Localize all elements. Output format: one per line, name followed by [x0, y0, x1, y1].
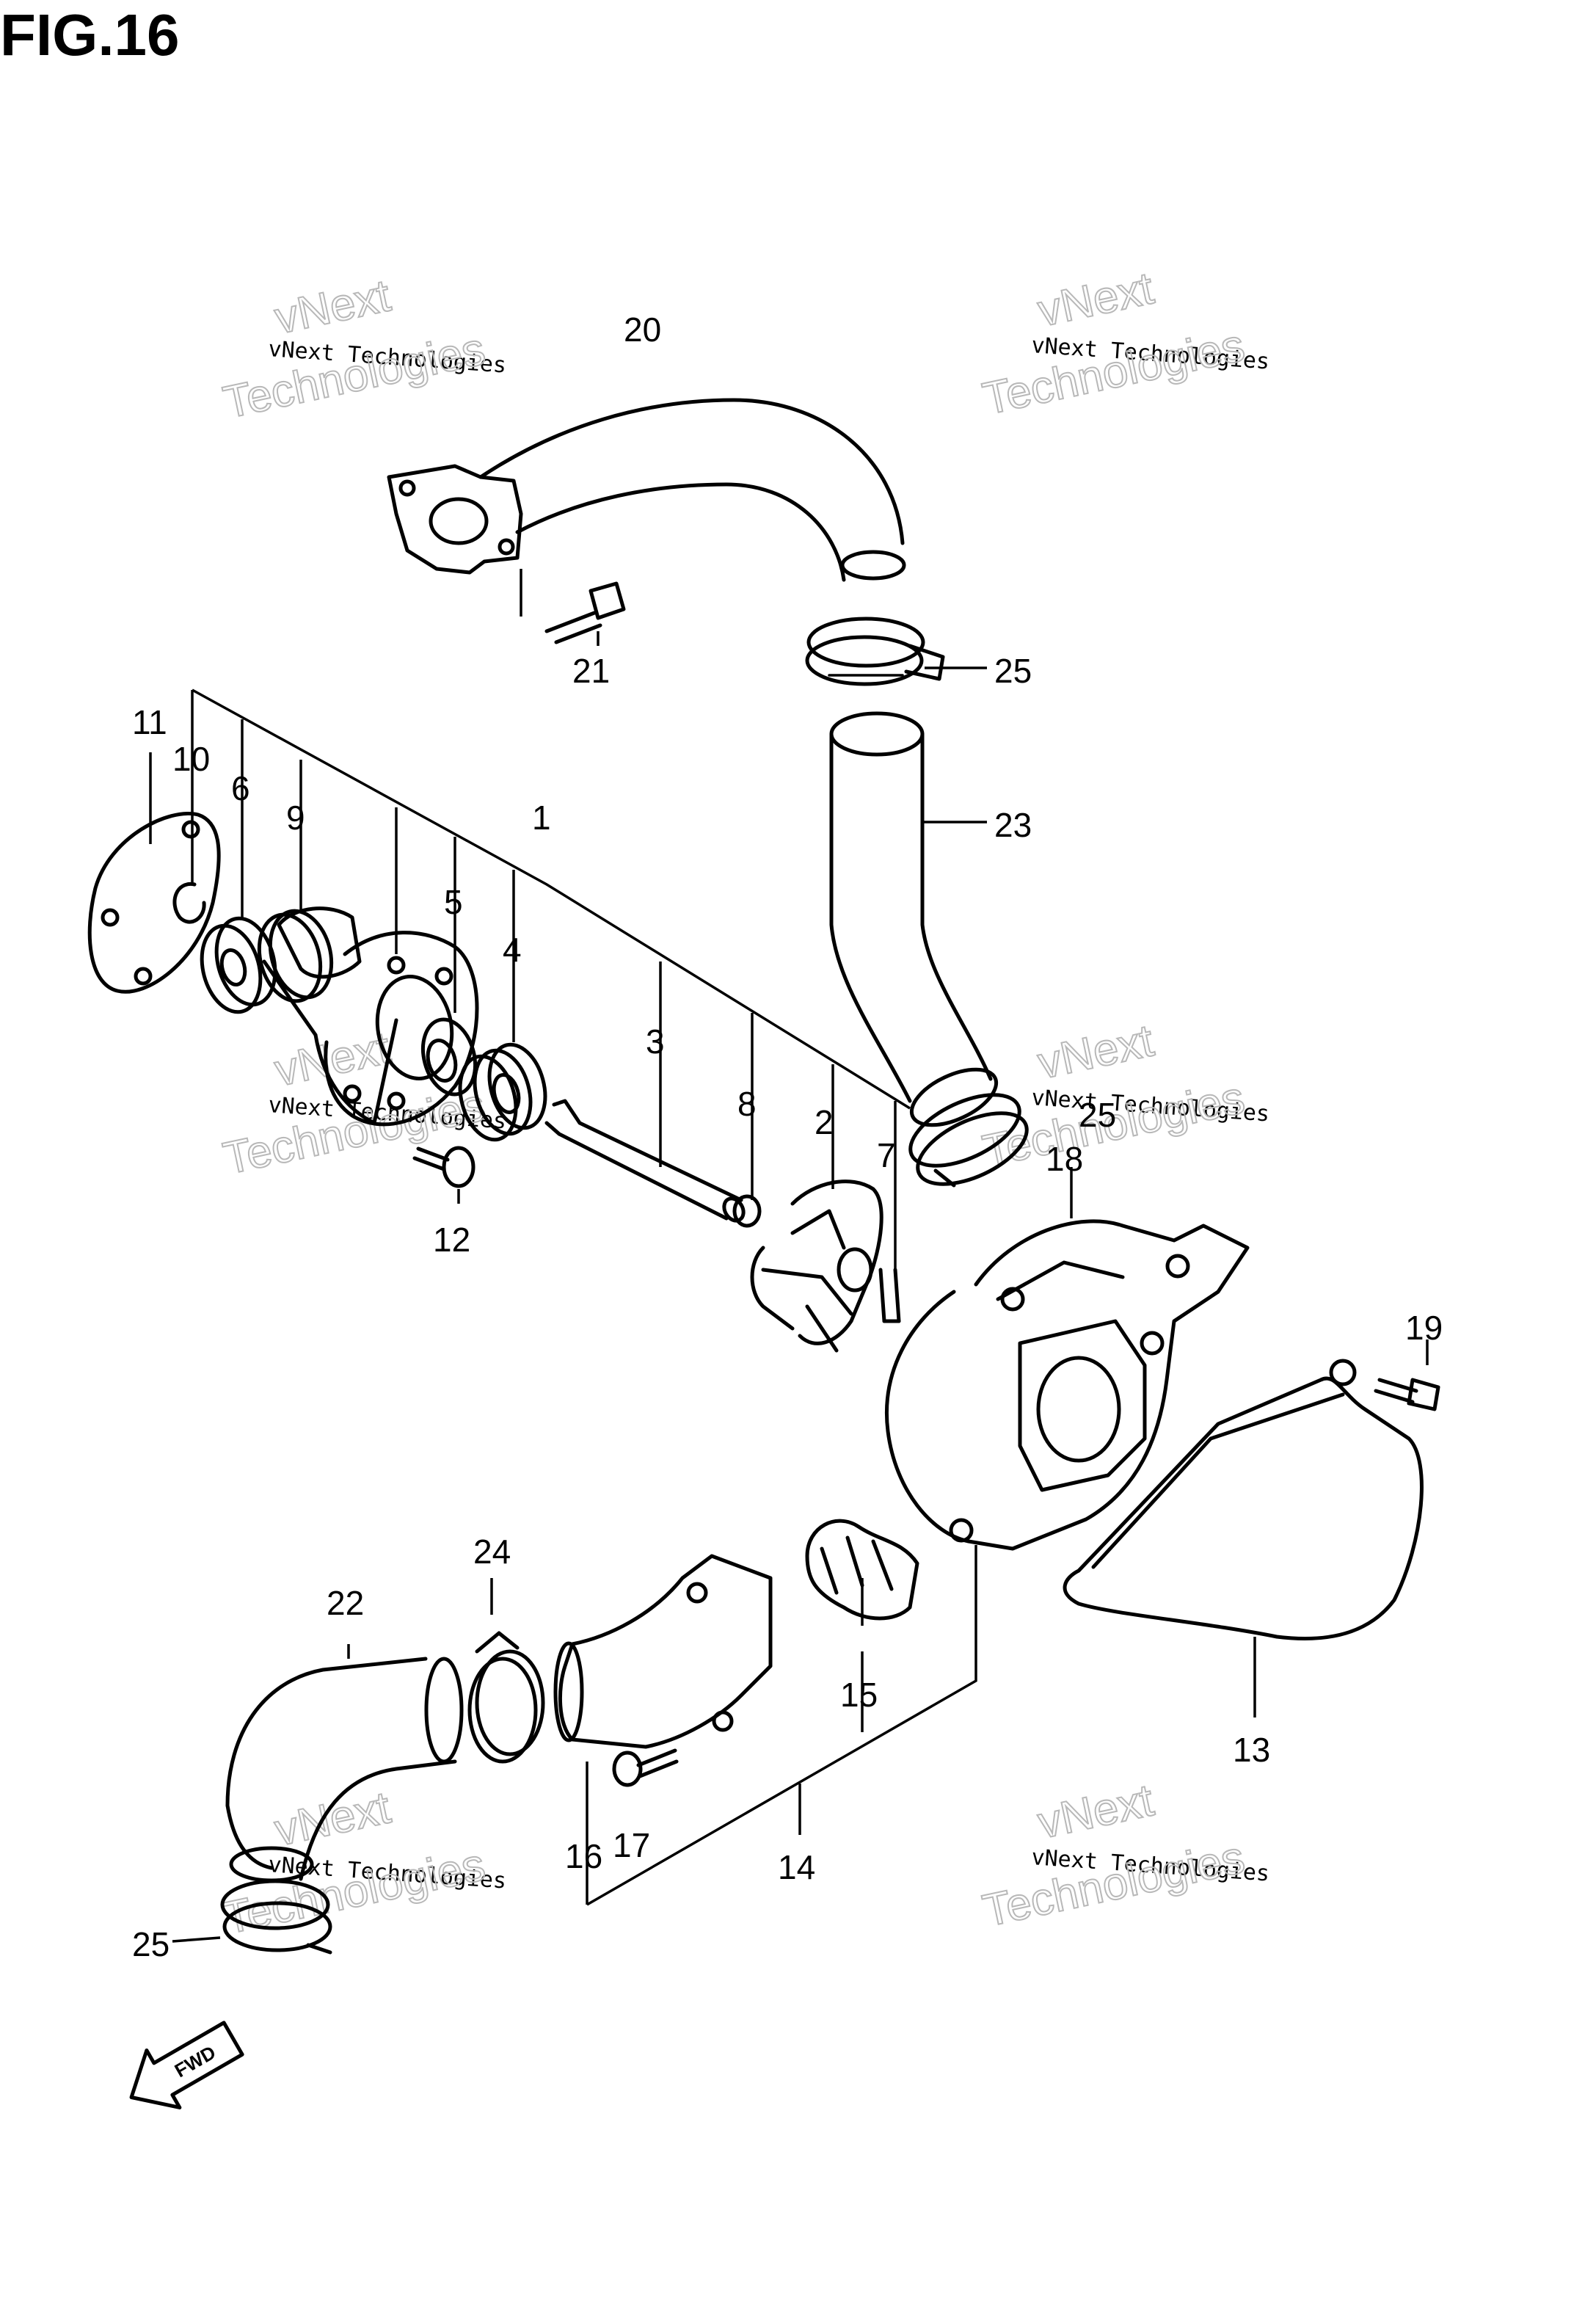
callout-10: 10 — [172, 740, 210, 778]
part-23-hose — [829, 711, 999, 1127]
part-25-clamp-middle — [908, 1093, 1029, 1188]
callout-labels: 1 2 3 4 5 6 7 8 9 10 11 12 13 14 15 16 1… — [132, 310, 1443, 1963]
part-25-clamp-lower — [220, 1879, 332, 1955]
part-8-o-ring — [732, 1194, 762, 1228]
callout-25-lower: 25 — [132, 1925, 170, 1963]
watermark-line3: Technologies — [219, 324, 489, 429]
callout-25-upper: 25 — [994, 652, 1032, 690]
part-24-clamp — [467, 1631, 545, 1764]
callout-12: 12 — [433, 1221, 470, 1259]
callout-25-middle: 25 — [1079, 1096, 1116, 1134]
watermark-top-right: vNext vNext Technologies Technologies — [978, 262, 1271, 425]
callout-19: 19 — [1405, 1309, 1443, 1347]
callout-4: 4 — [503, 931, 522, 969]
part-3-shaft — [544, 1099, 746, 1223]
part-11-plate — [87, 812, 221, 994]
callout-2: 2 — [815, 1103, 834, 1141]
callout-8: 8 — [737, 1085, 757, 1123]
part-2-impeller — [750, 1179, 883, 1353]
figure-title: FIG.16 — [0, 2, 180, 68]
callout-6: 6 — [231, 769, 250, 807]
part-10-circlip — [172, 882, 206, 924]
watermark-top-left: vNext vNext Technologies Technologies — [219, 269, 508, 429]
part-7-pin — [878, 1268, 901, 1323]
part-6-bearing — [200, 916, 277, 1014]
leader-lines — [149, 631, 1429, 1943]
part-15-thermostat — [805, 1519, 919, 1621]
callout-14: 14 — [778, 1848, 815, 1886]
part-12-screw — [412, 1146, 475, 1188]
callout-22: 22 — [327, 1584, 364, 1622]
part-25-clamp-upper — [805, 617, 945, 686]
callout-21: 21 — [572, 652, 610, 690]
watermark-line1: vNext — [271, 1782, 395, 1855]
watermark-line3: Technologies — [979, 1832, 1249, 1937]
watermark-line3: Technologies — [979, 320, 1249, 425]
watermark-bottom-right: vNext vNext Technologies Technologies — [978, 1774, 1271, 1937]
callout-23: 23 — [994, 806, 1032, 844]
watermark-line1: vNext — [1034, 1775, 1158, 1848]
fwd-direction-arrow: FWD — [129, 2021, 244, 2109]
part-9-seal-ring — [257, 909, 334, 1003]
part-19-bolt — [1374, 1378, 1440, 1411]
callout-3: 3 — [646, 1022, 665, 1061]
callout-18: 18 — [1046, 1140, 1083, 1178]
watermark-line1: vNext — [1034, 263, 1158, 336]
part-18-pump-cover — [885, 1219, 1250, 1551]
part-21-bolt — [520, 569, 626, 644]
part-20-outlet-pipe — [387, 398, 906, 582]
callout-7: 7 — [877, 1136, 896, 1174]
watermark-mid-right: vNext vNext Technologies Technologies — [978, 1014, 1271, 1177]
callout-5: 5 — [444, 883, 463, 921]
part-13-guard — [1063, 1359, 1424, 1640]
callout-11: 11 — [132, 703, 167, 741]
callout-1: 1 — [532, 799, 551, 837]
callout-17: 17 — [613, 1826, 650, 1864]
callout-13: 13 — [1233, 1731, 1270, 1769]
part-16-thermostat-housing — [553, 1554, 773, 1749]
callout-20: 20 — [624, 310, 661, 349]
watermark-line1: vNext — [271, 270, 395, 343]
callout-24: 24 — [473, 1533, 511, 1571]
part-4-mechanical-seal — [458, 1042, 547, 1142]
callout-16: 16 — [565, 1837, 602, 1875]
callout-15: 15 — [840, 1676, 878, 1714]
watermark-line1: vNext — [1034, 1015, 1158, 1088]
callout-9: 9 — [286, 799, 305, 837]
part-17-screw — [612, 1748, 679, 1787]
part-22-elbow-hose — [225, 1657, 464, 1883]
